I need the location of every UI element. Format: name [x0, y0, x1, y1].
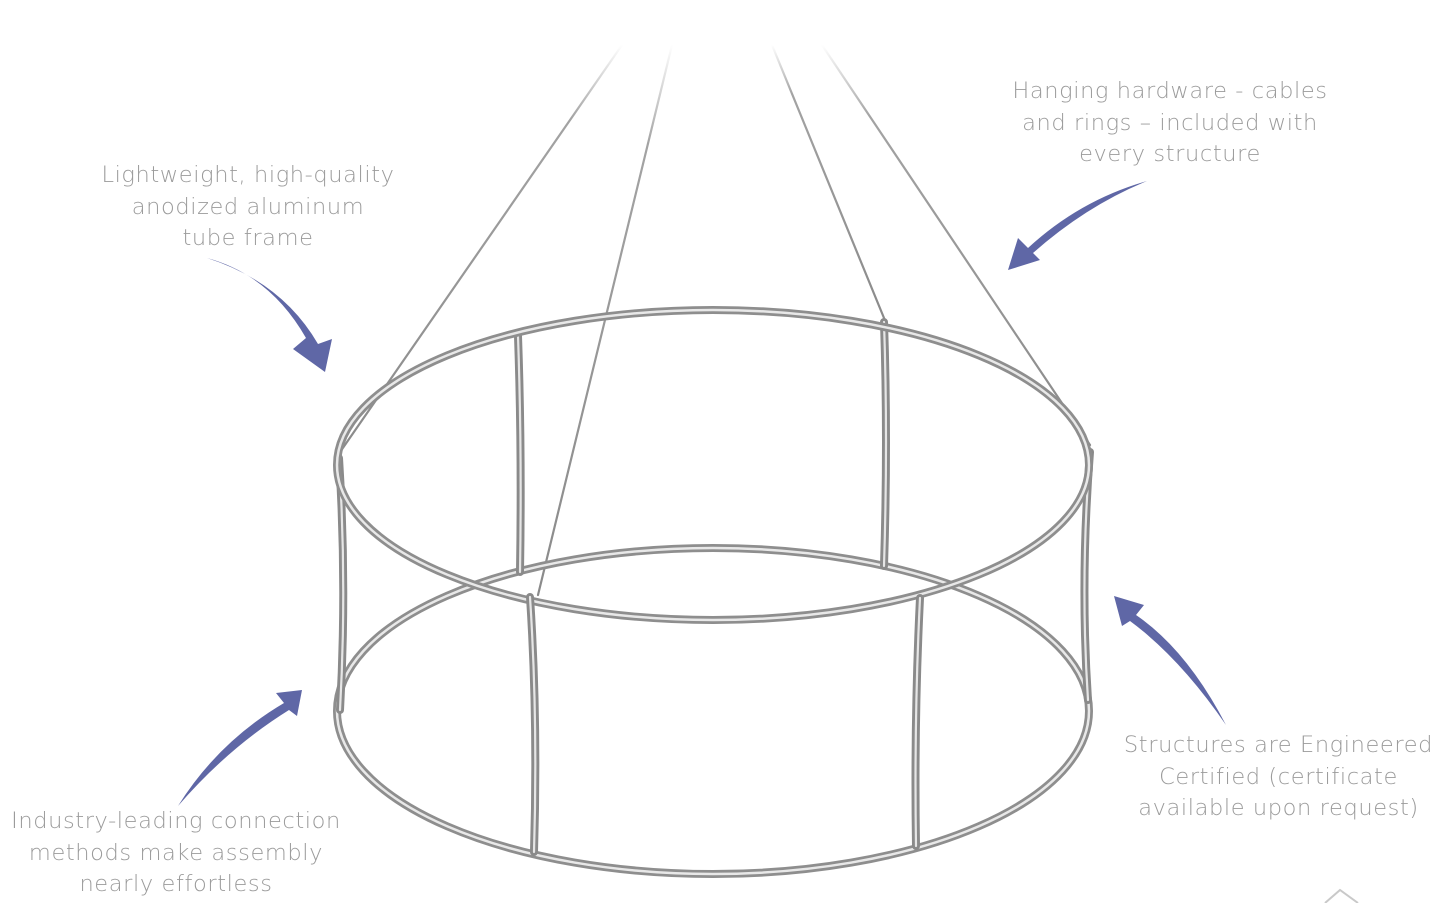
cable-right-outer [820, 43, 1092, 447]
callout-frame-line-1: Lightweight, high-quality [101, 162, 395, 188]
callout-connection-line-3: nearly effortless [79, 871, 273, 897]
callout-connection-text: Industry-leading connection methods make… [0, 806, 352, 901]
arrow-frame [207, 258, 332, 372]
partial-logo-mark-icon [1324, 888, 1359, 903]
arrow-certified [1114, 596, 1226, 725]
callout-certified-line-1: Structures are Engineered [1123, 732, 1434, 758]
callout-frame-line-2: anodized aluminum [131, 193, 365, 220]
callout-connection-line-1: Industry-leading connection [11, 808, 341, 834]
callout-certified-line-2: Certified (certificate [1159, 763, 1398, 790]
back-uprights [514, 318, 890, 576]
arrow-hardware [1008, 181, 1147, 270]
callout-frame-line-3: tube frame [182, 225, 314, 251]
callout-connection-line-2: methods make assembly [28, 839, 324, 866]
callout-hardware-text: Hanging hardware - cables and rings – in… [995, 76, 1345, 171]
callout-hardware-line-2: and rings – included with [1022, 109, 1318, 136]
front-uprights [526, 593, 924, 856]
callout-hardware-line-3: every structure [1079, 141, 1261, 167]
hanging-cables [336, 43, 1092, 597]
arrow-connection [178, 690, 302, 806]
cable-right-inner [770, 43, 886, 320]
callout-arrows [178, 181, 1226, 806]
callout-hardware-line-1: Hanging hardware - cables [1012, 78, 1328, 104]
top-ring [333, 306, 1093, 624]
callout-certified-text: Structures are Engineered Certified (cer… [1112, 730, 1445, 825]
callout-certified-line-3: available upon request) [1138, 795, 1419, 821]
bottom-ring [333, 544, 1093, 878]
callout-frame-text: Lightweight, high-quality anodized alumi… [88, 160, 408, 255]
side-uprights [335, 448, 1094, 714]
